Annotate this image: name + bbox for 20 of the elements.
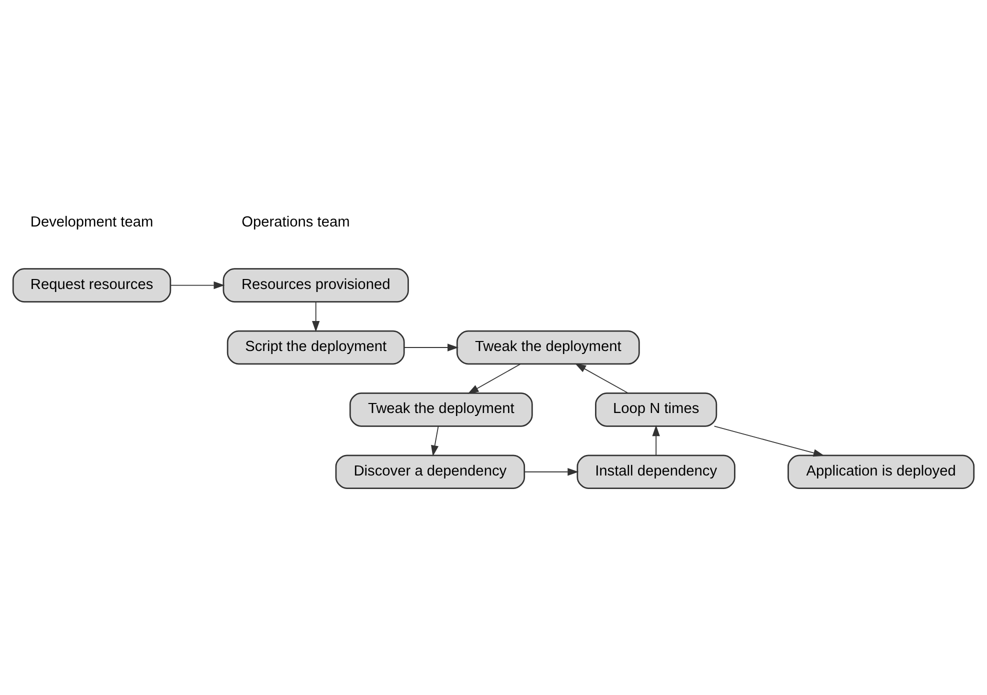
node-box: Loop N times bbox=[595, 392, 718, 427]
label: Development team bbox=[30, 214, 154, 231]
node-box: Tweak the deployment bbox=[349, 392, 533, 427]
arrow bbox=[524, 468, 579, 476]
node-box: Tweak the deployment bbox=[456, 330, 640, 365]
arrow bbox=[575, 363, 629, 394]
node-box: Script the deployment bbox=[226, 330, 405, 365]
arrow bbox=[652, 425, 660, 456]
arrow bbox=[312, 302, 320, 332]
arrow bbox=[431, 426, 439, 456]
node-box: Application is deployed bbox=[788, 454, 975, 490]
node-box: Request resources bbox=[12, 268, 172, 302]
label: Operations team bbox=[242, 214, 350, 231]
node-box: Resources provisioned bbox=[222, 268, 409, 302]
arrow bbox=[468, 364, 521, 394]
node-box: Discover a dependency bbox=[335, 454, 526, 490]
arrow bbox=[404, 344, 459, 352]
node-box: Install dependency bbox=[576, 454, 736, 490]
arrow bbox=[714, 426, 824, 457]
arrow bbox=[170, 281, 225, 290]
